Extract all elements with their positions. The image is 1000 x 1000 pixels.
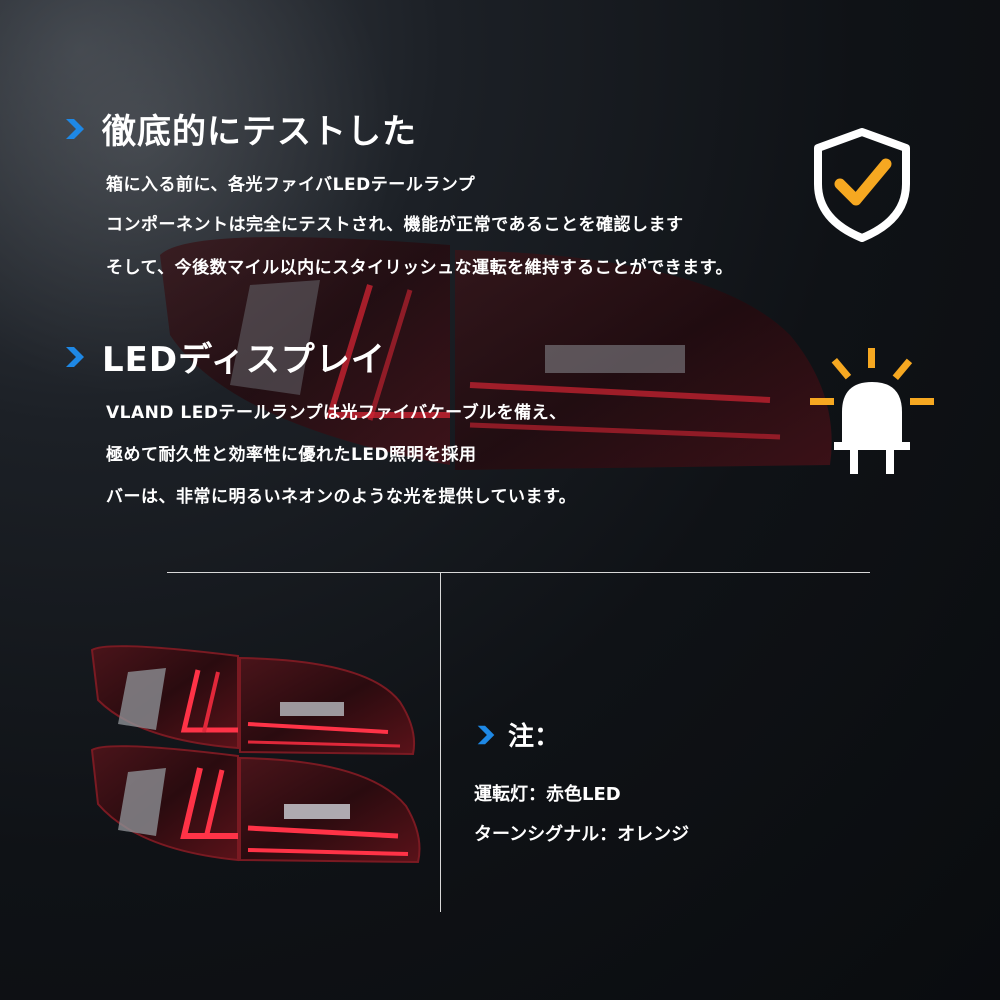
led-bulb-icon — [810, 348, 934, 474]
tail-lights-product-image — [90, 645, 421, 864]
chevron-right-icon — [66, 118, 84, 139]
horizontal-divider — [167, 572, 870, 573]
note-turn-signal: ターンシグナル：オレンジ — [474, 824, 690, 845]
chevron-right-icon — [66, 346, 84, 367]
shield-check-icon — [814, 128, 910, 242]
section-led-text-3: バーは、非常に明るいネオンのような光を提供しています。 — [106, 487, 577, 507]
section-tested-title-row: 徹底的にテストした — [62, 104, 417, 153]
note-running-light: 運転灯：赤色LED — [474, 784, 621, 805]
section-led-text-1: VLAND LEDテールランプは光ファイバケーブルを備え、 — [106, 403, 567, 423]
background-tail-light-image — [160, 237, 832, 470]
section-led-title-row: LEDディスプレイ — [62, 332, 386, 381]
note-title-row: 注： — [474, 716, 560, 753]
section-tested-text-3: そして、今後数マイル以内にスタイリッシュな運転を維持することができます。 — [106, 258, 733, 278]
section-tested-text-2: コンポーネントは完全にテストされ、機能が正常であることを確認します — [106, 215, 684, 235]
section-led-text-2: 極めて耐久性と効率性に優れたLED照明を採用 — [106, 445, 477, 465]
section-tested-title: 徹底的にテストした — [102, 112, 417, 152]
note-title: 注： — [508, 722, 561, 752]
vertical-divider — [440, 572, 441, 912]
section-led-title: LEDディスプレイ — [102, 340, 386, 380]
chevron-right-icon — [477, 725, 495, 744]
section-tested-text-1: 箱に入る前に、各光ファイバLEDテールランプ — [106, 175, 476, 195]
